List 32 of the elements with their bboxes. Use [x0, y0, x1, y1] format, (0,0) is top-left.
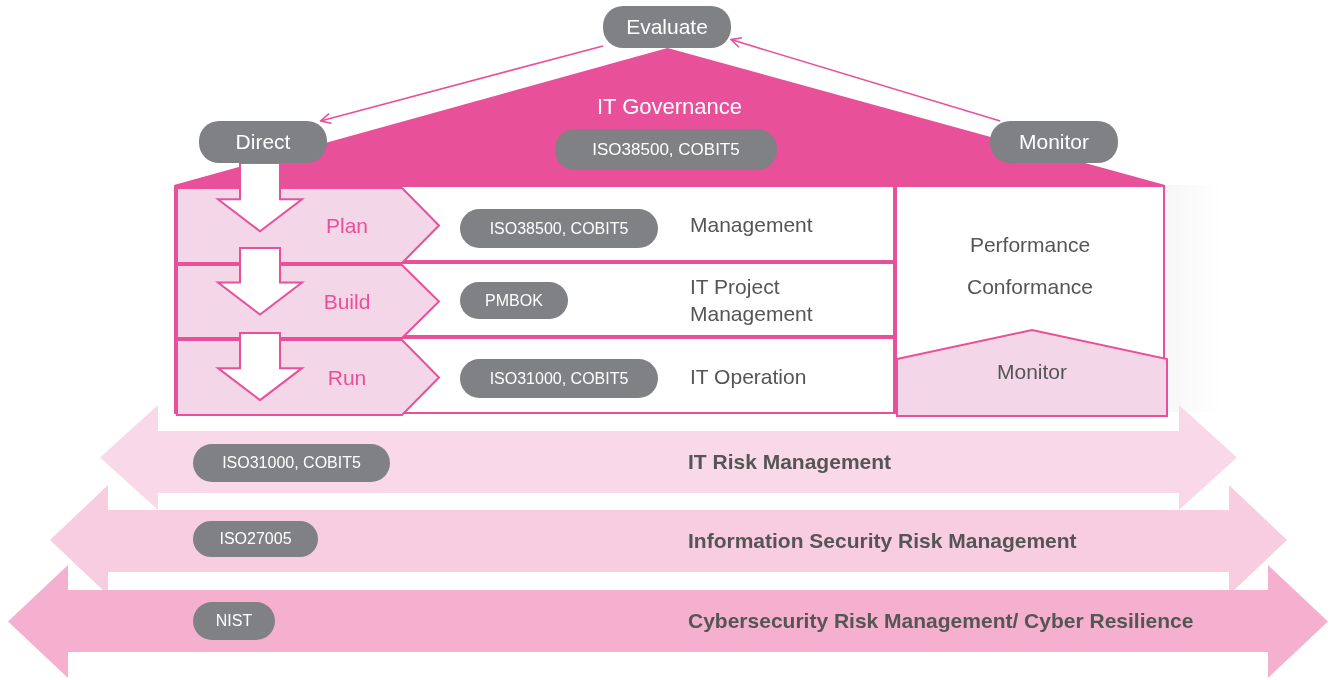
panel-label: Conformance — [965, 275, 1095, 299]
arrow — [730, 36, 1002, 122]
standard-tag: ISO38500, COBIT5 — [555, 129, 777, 170]
band-label: Information Security Risk Management — [688, 529, 1077, 553]
band-label: IT Risk Management — [688, 450, 892, 474]
block-arrow — [215, 332, 305, 402]
phase-label: Plan — [325, 213, 369, 238]
panel-label: Performance — [968, 233, 1092, 257]
table-row — [174, 262, 895, 337]
table-row — [174, 337, 895, 414]
band-label: Cybersecurity Risk Management/ Cyber Resilience — [688, 609, 1194, 633]
row-label: IT Operation — [690, 363, 808, 389]
row-label: IT Project Management — [690, 273, 814, 327]
row-label: Management — [690, 211, 814, 237]
block-arrow — [215, 247, 305, 316]
standard-tag: ISO27005 — [193, 521, 318, 557]
process-pill: Direct — [199, 121, 327, 163]
phase-label: Build — [322, 289, 372, 314]
table-row — [174, 185, 895, 262]
process-pill: Monitor — [990, 121, 1118, 163]
standard-tag: ISO31000, COBIT5 — [193, 444, 390, 482]
arrow — [319, 45, 604, 125]
standard-tag: PMBOK — [460, 282, 568, 319]
process-pill: Evaluate — [603, 6, 731, 48]
standard-tag: NIST — [193, 602, 275, 640]
house-label: Monitor — [996, 360, 1068, 384]
standard-tag: ISO31000, COBIT5 — [460, 359, 658, 398]
phase-label: Run — [326, 365, 368, 390]
side-panel — [895, 185, 1165, 414]
section-title: IT Governance — [595, 94, 744, 120]
standard-tag: ISO38500, COBIT5 — [460, 209, 658, 248]
block-arrow — [215, 162, 305, 233]
